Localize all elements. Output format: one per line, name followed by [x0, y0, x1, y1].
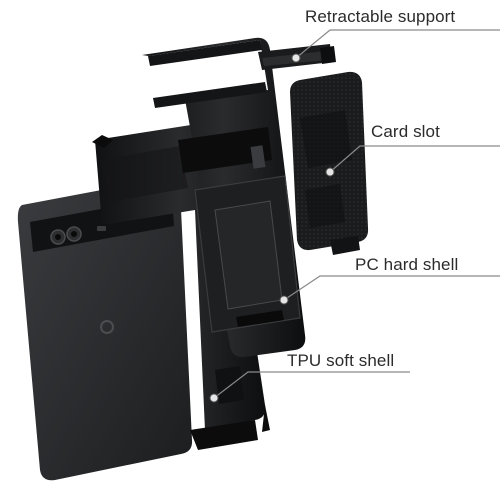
leader-lines [213, 29, 500, 399]
card-slot-part [290, 71, 369, 255]
pc-hard-shell [142, 37, 306, 358]
label-card-slot: Card slot [371, 122, 440, 141]
label-retractable-support: Retractable support [305, 7, 456, 26]
pointer-dot-tpu [209, 393, 219, 403]
leader-card [329, 145, 500, 173]
leader-pc [283, 275, 500, 301]
pointer-dots [209, 53, 335, 403]
leader-tpu [213, 371, 410, 399]
leader-retractable [295, 29, 500, 59]
label-pc-hard-shell: PC hard shell [355, 255, 459, 274]
pointer-dot-card [325, 167, 335, 177]
pointer-dot-pc [279, 295, 289, 305]
label-tpu-soft-shell: TPU soft shell [287, 351, 395, 370]
pointer-dot-retractable [291, 53, 301, 63]
